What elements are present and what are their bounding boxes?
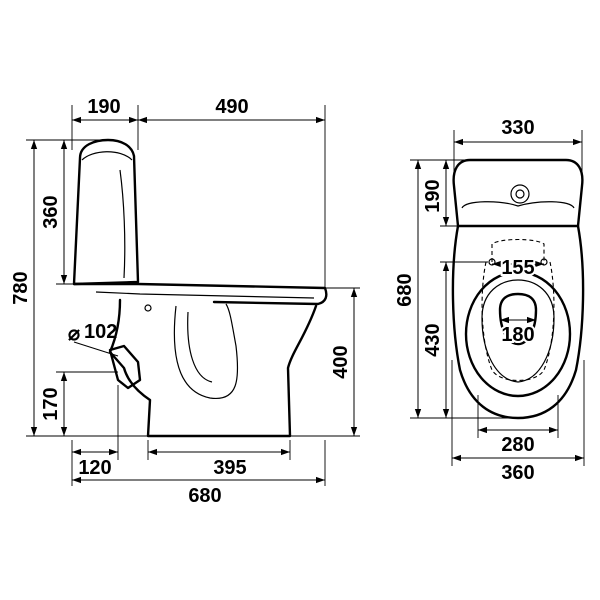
dim-bowl-length: 490 (215, 96, 248, 118)
dim-tank-height: 360 (40, 195, 62, 228)
dim-bolt-spacing: 155 (501, 257, 534, 279)
dim-rim-to-back: 430 (422, 323, 444, 356)
side-trap (173, 303, 239, 400)
dim-total-length: 680 (188, 485, 221, 507)
side-cistern-inner (119, 169, 126, 279)
dim-foot-length: 395 (213, 457, 246, 479)
top-cistern-inner (461, 201, 575, 209)
dim-total-width: 360 (501, 462, 534, 484)
top-cistern (452, 158, 584, 228)
top-seat-ring (464, 270, 572, 398)
top-dimensions: 330 680 190 430 155 180 280 360 (394, 117, 585, 484)
flush-button-icon (510, 184, 530, 204)
side-cistern (72, 138, 140, 286)
dim-outlet-diameter: 102 (84, 321, 117, 343)
side-outlet-bolt (144, 304, 152, 312)
top-bowl-outline (451, 224, 585, 420)
top-view (451, 158, 585, 420)
dim-opening-width: 180 (501, 324, 534, 346)
dim-total-height: 780 (10, 271, 32, 304)
dim-tank-depth: 190 (87, 96, 120, 118)
dim-top-width: 330 (501, 117, 534, 139)
dim-outlet-height: 170 (40, 387, 62, 420)
side-outlet (108, 344, 142, 390)
top-hinge-area (491, 238, 545, 262)
dim-foot-width: 280 (501, 434, 534, 456)
dim-top-length: 680 (394, 273, 416, 306)
side-cistern-lid (81, 151, 133, 161)
dim-top-tank-depth: 190 (422, 179, 444, 212)
side-dimensions: 190 490 780 360 170 ⌀ 102 400 (10, 96, 360, 507)
side-seat-line (95, 291, 315, 299)
diameter-symbol: ⌀ (68, 323, 80, 345)
side-bowl (108, 298, 318, 438)
dim-seat-height: 400 (330, 345, 352, 378)
side-seat (72, 282, 328, 306)
side-trap-inner (187, 311, 213, 383)
dim-outlet-offset: 120 (78, 457, 111, 479)
top-opening (498, 292, 538, 346)
side-view (72, 138, 328, 438)
